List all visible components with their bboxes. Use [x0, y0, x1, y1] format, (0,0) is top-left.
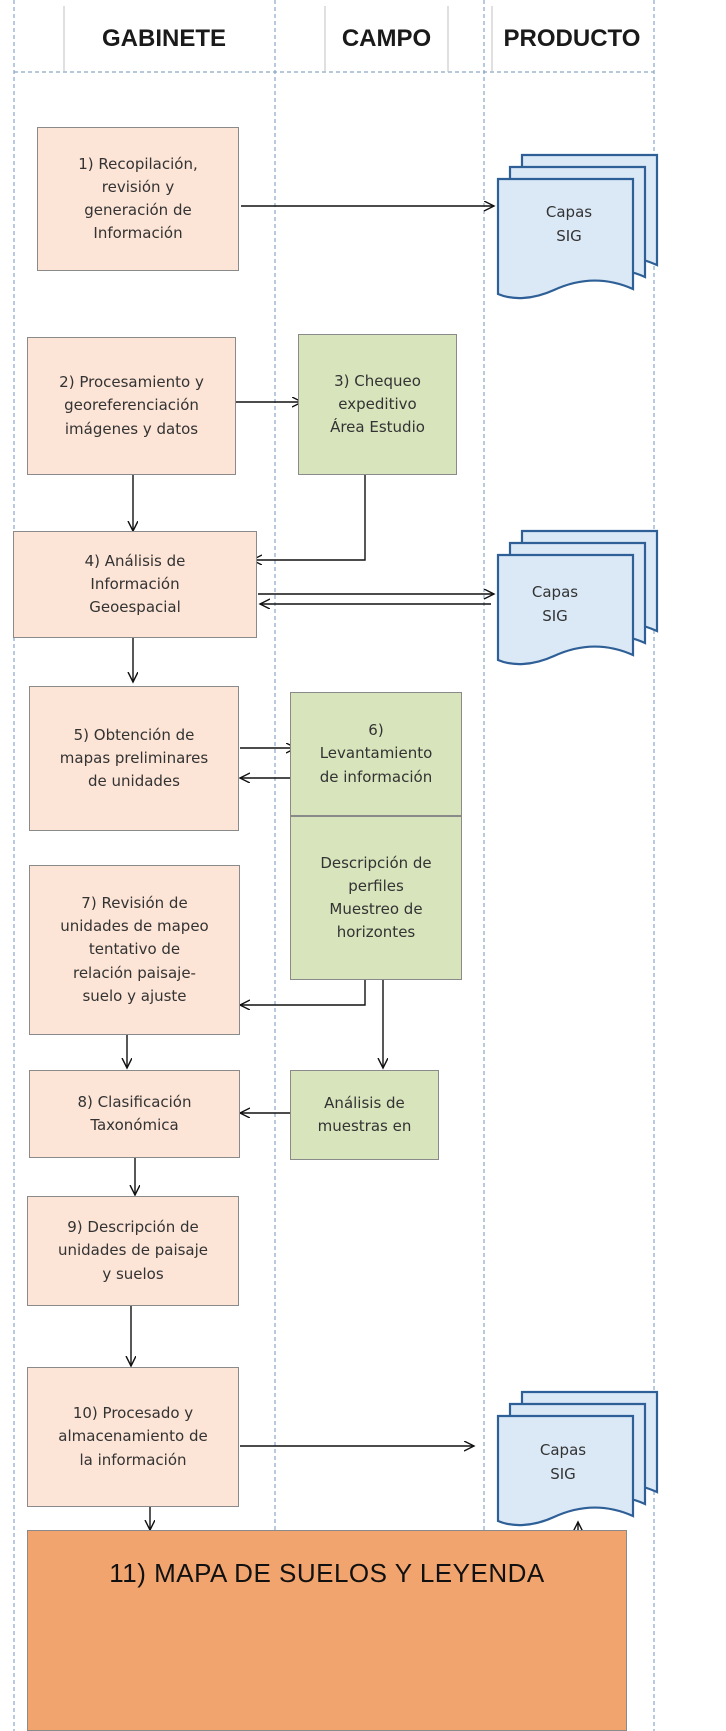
- text-line: perfiles: [348, 876, 404, 895]
- text-line: Muestreo de: [329, 900, 423, 918]
- text-line: 4) Análisis de: [84, 551, 186, 570]
- step-5-box: 5) Obtención de mapas preliminares de unid…: [29, 686, 239, 831]
- text-line: Área Estudio: [330, 418, 425, 437]
- text-line: georeferenciación: [64, 396, 199, 415]
- text-line: y suelos: [102, 1264, 164, 1283]
- text-line: almacenamiento de: [58, 1427, 208, 1446]
- text-line: Taxonómica: [90, 1116, 179, 1134]
- text-line: imágenes y datos: [64, 419, 199, 438]
- header-separators: [63, 6, 493, 72]
- text-line: 7) Revisión de: [81, 893, 188, 912]
- text-line: revisión y: [101, 177, 175, 196]
- text-line: 1) Recopilación,: [78, 154, 198, 173]
- step-2-box-text: 2) Procesamiento y georeferenciación imáge…: [59, 371, 204, 441]
- text-line: Capas: [545, 203, 593, 221]
- arrow-6-to-7: [240, 980, 366, 1005]
- text-line: SIG: [556, 227, 582, 245]
- text-line: generación de: [84, 201, 192, 219]
- step-11-final-box: 11) MAPA DE SUELOS Y LEYENDA: [27, 1530, 627, 1731]
- text-line: 3) Chequeo: [334, 371, 421, 390]
- text-line: relación paisaje-: [72, 963, 196, 982]
- document-stack-icon-2: [496, 529, 659, 666]
- text-line: unidades de paisaje: [57, 1241, 209, 1260]
- step-7-box-text: 7) Revisión de unidades de mapeo tentativo…: [60, 892, 208, 1008]
- text-line: 6): [368, 721, 384, 740]
- text-line: de unidades: [88, 772, 180, 791]
- step-5-box-text: 5) Obtención de mapas preliminares de unid…: [60, 724, 208, 794]
- step-2-box: 2) Procesamiento y georeferenciación imáge…: [27, 337, 236, 475]
- document-stack-icon-1: [496, 153, 659, 300]
- text-line: expeditivo: [338, 394, 417, 413]
- text-line: 10) Procesado y: [72, 1404, 194, 1423]
- text-line: Análisis de: [324, 1093, 405, 1112]
- text-line: mapas preliminares: [59, 748, 209, 767]
- lane-header-producto: PRODUCTO: [503, 25, 641, 52]
- connectors: [127, 206, 578, 1578]
- text-line: Capas: [539, 1441, 587, 1459]
- text-line: Descripción de: [320, 853, 432, 872]
- step-9-box: 9) Descripción de unidades de paisaje y su…: [27, 1196, 239, 1306]
- text-line: de información: [319, 767, 433, 786]
- text-line: tentativo de: [88, 940, 181, 959]
- arrow-3-to-4: [252, 475, 366, 560]
- text-line: Geoespacial: [89, 598, 181, 617]
- text-line: muestras en: [317, 1117, 412, 1135]
- text-line: horizontes: [336, 923, 416, 942]
- text-line: Capas: [531, 583, 579, 601]
- step-1-box: 1) Recopilación, revisión y generación de I…: [37, 127, 239, 271]
- text-line: Información: [93, 224, 183, 243]
- text-line: unidades de mapeo: [60, 917, 209, 936]
- text-line: SIG: [550, 1465, 576, 1483]
- step-7-box: 7) Revisión de unidades de mapeo tentativo…: [29, 865, 240, 1035]
- step-1-box-text: 1) Recopilación, revisión y generación de I…: [78, 153, 197, 246]
- text-line: 2) Procesamiento y: [59, 373, 204, 392]
- step-8-analysis-box: Análisis de muestras en: [290, 1070, 439, 1160]
- text-line: Levantamiento: [319, 744, 433, 763]
- step-6-box-text: 6) Levantamiento de información: [320, 719, 433, 789]
- lane-header-campo: CAMPO: [341, 25, 432, 52]
- text-line: 9) Descripción de: [67, 1218, 199, 1237]
- step-6-box: 6) Levantamiento de información: [290, 692, 462, 816]
- step-10-box-text: 10) Procesado y almacenamiento de la infor…: [58, 1402, 207, 1472]
- step-8-analysis-box-text: Análisis de muestras en: [318, 1092, 412, 1139]
- text-line: SIG: [542, 607, 568, 625]
- step-10-box: 10) Procesado y almacenamiento de la infor…: [27, 1367, 239, 1507]
- document-stack-icon-3: [496, 1390, 659, 1527]
- text-line: 5) Obtención de: [73, 725, 195, 744]
- text-line: suelo y ajuste: [82, 986, 187, 1005]
- step-9-box-text: 9) Descripción de unidades de paisaje y su…: [58, 1216, 208, 1286]
- text-line: Información: [90, 574, 180, 593]
- text-line: 8) Clasificación: [77, 1092, 192, 1111]
- lane-header-gabinete: GABINETE: [101, 25, 226, 52]
- text-line: la información: [79, 1450, 187, 1469]
